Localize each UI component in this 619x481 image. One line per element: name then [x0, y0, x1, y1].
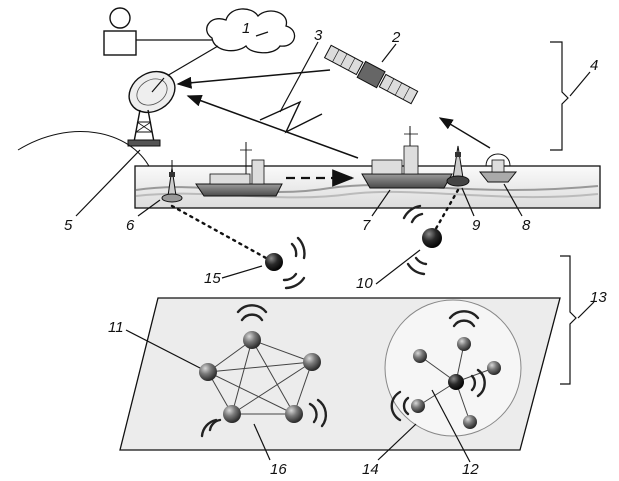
acoustic-link-dotted	[170, 204, 268, 260]
ground-station-antenna-icon	[127, 70, 176, 147]
acoustic-link-dotted	[432, 188, 460, 234]
label-14: 14	[362, 461, 379, 478]
buoy-icon	[161, 160, 183, 203]
label-15: 15	[204, 270, 221, 287]
label-10: 10	[356, 275, 373, 292]
label-5: 5	[64, 217, 73, 234]
sensor-node-icon	[411, 337, 501, 429]
buoy-to-satellite-arrow	[438, 117, 491, 149]
label-9: 9	[472, 217, 481, 234]
operator-person-icon	[103, 7, 137, 56]
satellite-icon	[323, 44, 419, 105]
label-8: 8	[522, 217, 531, 234]
brace-4	[550, 41, 569, 151]
radio-wave-icon	[200, 304, 328, 438]
label-16: 16	[270, 461, 287, 478]
satellite-to-antenna-arrow	[176, 69, 331, 89]
ship-icon	[361, 126, 453, 189]
buoy-icon	[446, 145, 470, 187]
label-2: 2	[391, 29, 401, 46]
cloud-to-antenna-link	[159, 45, 219, 81]
brace-13	[560, 255, 577, 385]
label-11: 11	[108, 319, 124, 336]
label-13: 13	[590, 289, 607, 306]
label-4: 4	[590, 57, 598, 74]
ship-icon	[195, 142, 283, 197]
label-1: 1	[242, 20, 250, 37]
radio-wave-icon	[402, 204, 428, 276]
ship-to-antenna-arrow	[186, 94, 359, 159]
label-3: 3	[314, 27, 323, 44]
radio-zigzag-link	[259, 100, 323, 134]
radio-wave-icon	[282, 236, 306, 290]
label-7: 7	[362, 217, 371, 234]
cloud-network-icon	[206, 8, 296, 54]
buoy-icon	[478, 153, 518, 183]
label-12: 12	[462, 461, 479, 478]
mesh-network-links	[207, 339, 313, 415]
sensor-node-icon	[422, 228, 442, 248]
sensor-node-icon	[199, 331, 321, 423]
horizon-arc	[17, 131, 151, 169]
radio-wave-icon	[390, 310, 486, 422]
leader-lines	[75, 31, 595, 463]
label-6: 6	[126, 217, 135, 234]
sensor-node-icon	[265, 253, 283, 271]
